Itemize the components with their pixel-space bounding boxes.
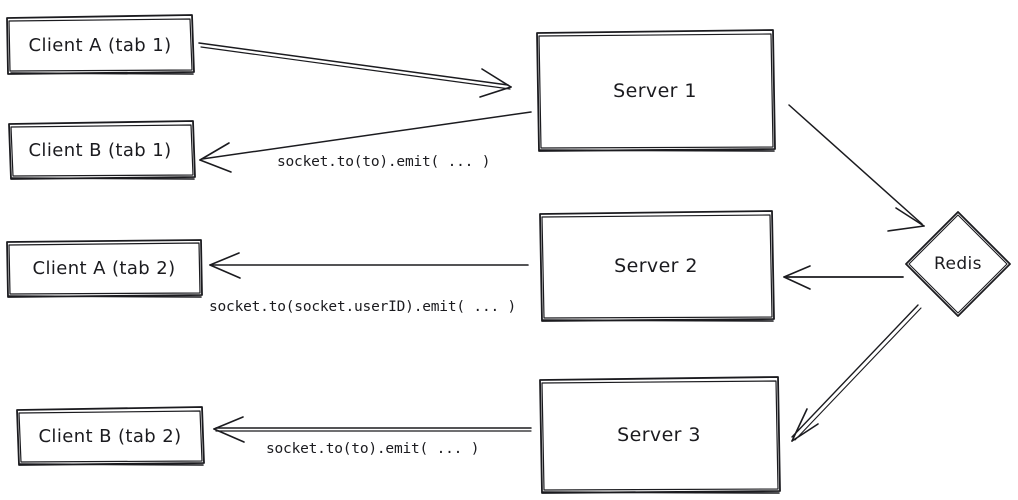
edge-server-1-to-redis [788,104,925,232]
edge-client-a-tab-1-to-server-1 [198,42,512,98]
client-a-tab-1-shape [6,14,195,75]
client-b-tab-1-node[interactable] [6,122,194,178]
server-2-shape [539,210,775,322]
server-2-node[interactable] [539,212,773,320]
client-b-tab-2-node[interactable] [16,408,204,464]
client-a-tab-2-shape [6,239,203,298]
server-3-node[interactable] [539,378,779,492]
redis-shape [905,211,1011,317]
client-b-tab-2-shape [16,406,205,466]
server-1-shape [536,29,776,152]
client-a-tab-1-node[interactable] [6,17,194,73]
edge-server-3-to-client-b-tab-2 [213,416,532,443]
edge-redis-to-server-2 [783,265,904,290]
server-3-shape [539,376,781,494]
edge-server-2-to-client-a-tab-2 [209,252,529,279]
edge-redis-to-server-3 [791,304,922,442]
client-b-tab-1-shape [8,120,196,180]
redis-node[interactable] [906,212,1010,316]
client-a-tab-2-node[interactable] [6,240,202,296]
edge-server-1-to-client-b-tab-1 [199,111,532,173]
server-1-node[interactable] [536,31,774,150]
